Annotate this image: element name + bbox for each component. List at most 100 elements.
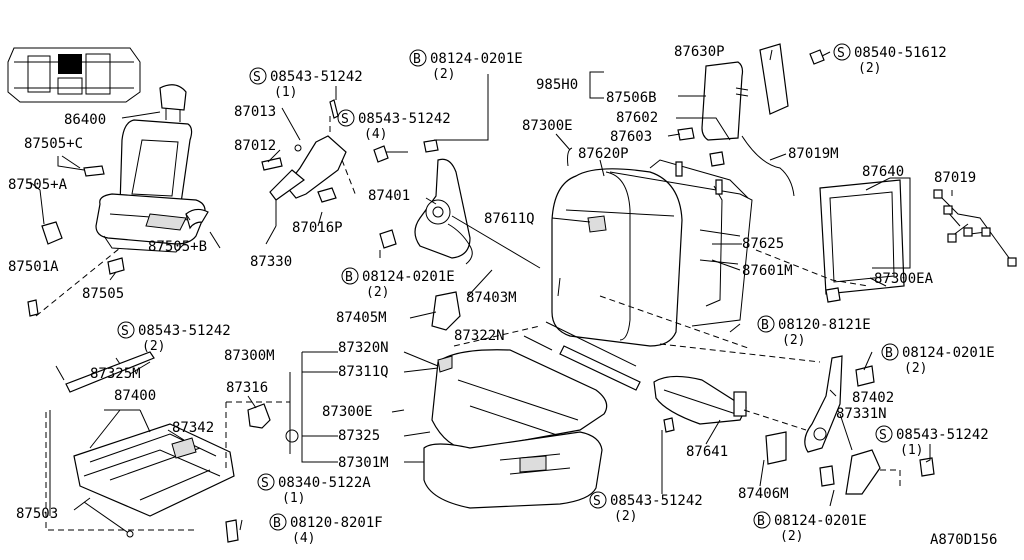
callout-s7-prefix: S: [593, 494, 601, 509]
callout-s6-prefix: S: [261, 476, 269, 491]
label-87603: 87603: [610, 129, 652, 145]
label-87300e-mid: 87300E: [322, 404, 373, 420]
label-87401: 87401: [368, 188, 410, 204]
label-87325: 87325: [338, 428, 380, 444]
callout-s2-prefix: S: [341, 112, 349, 127]
label-87611q: 87611Q: [484, 211, 535, 227]
label-87300e-top: 87300E: [522, 118, 573, 134]
label-87501a: 87501A: [8, 259, 59, 275]
clip-87316-icon: [247, 403, 271, 429]
callout-b6-code: 08124-0201E: [774, 513, 867, 529]
callout-b6-prefix: B: [757, 514, 765, 529]
seat-adjuster-illustration: [45, 351, 235, 538]
label-87602: 87602: [616, 110, 658, 126]
bolt-08120-icon: [225, 519, 239, 543]
label-87300m: 87300M: [224, 348, 275, 364]
callout-s3-prefix: S: [837, 46, 845, 61]
callout-b4-code: 08124-0201E: [902, 345, 995, 361]
label-87505: 87505: [82, 286, 124, 302]
callout-s1-qty: (1): [274, 85, 297, 100]
label-87331n: 87331N: [836, 406, 887, 422]
callout-b3-code: 08120-8121E: [778, 317, 871, 333]
callout-s4-code: 08543-51242: [138, 323, 231, 339]
complete-seat-illustration: [95, 84, 206, 253]
label-87620p: 87620P: [578, 146, 629, 162]
label-87316: 87316: [226, 380, 268, 396]
callout-s1-prefix: S: [253, 70, 261, 85]
label-87503: 87503: [16, 506, 58, 522]
label-87019m: 87019M: [788, 146, 839, 162]
callout-b2-code: 08124-0201E: [362, 269, 455, 285]
screw-08340-icon: [285, 429, 299, 443]
label-87325m: 87325M: [90, 366, 141, 382]
label-87641: 87641: [686, 444, 728, 460]
seatback-illustration: [551, 147, 753, 347]
label-87311q: 87311Q: [338, 364, 389, 380]
label-87506b: 87506B: [606, 90, 657, 106]
label-87322n: 87322N: [454, 328, 505, 344]
callout-s7-qty: (2): [614, 509, 637, 524]
callout-b1-code: 08124-0201E: [430, 51, 523, 67]
callout-b1-qty: (2): [432, 67, 455, 82]
label-87505a: 87505+A: [8, 177, 68, 193]
callout-b2-qty: (2): [366, 285, 389, 300]
cover-87505-icon: [107, 257, 125, 275]
label-87400: 87400: [114, 388, 156, 404]
callout-b5-prefix: B: [273, 516, 281, 531]
label-87342: 87342: [172, 420, 214, 436]
callout-s4-qty: (2): [142, 339, 165, 354]
label-87301m: 87301M: [338, 455, 389, 471]
callout-b3-qty: (2): [782, 333, 805, 348]
recliner-87401-illustration: [379, 139, 541, 331]
callout-s5-qty: (1): [900, 443, 923, 458]
label-87505b: 87505+B: [148, 239, 207, 255]
label-87019: 87019: [934, 170, 976, 186]
callout-s6-qty: (1): [282, 491, 305, 506]
screw-87641-lower-icon: [663, 417, 675, 433]
callout-b1-prefix: B: [413, 52, 421, 67]
label-87403m: 87403M: [466, 290, 517, 306]
callout-s5-code: 08543-51242: [896, 427, 989, 443]
label-87012: 87012: [234, 138, 276, 154]
back-panel-87640-illustration: [819, 179, 905, 303]
label-87630p: 87630P: [674, 44, 725, 60]
label-87625: 87625: [742, 236, 784, 252]
callout-b5-qty: (4): [292, 531, 315, 546]
label-87330: 87330: [250, 254, 292, 270]
callout-s5-prefix: S: [879, 428, 887, 443]
label-87640: 87640: [862, 164, 904, 180]
label-87601m: 87601M: [742, 263, 793, 279]
recliner-cover-group: [261, 99, 389, 203]
callout-b4-prefix: B: [885, 346, 893, 361]
label-86400: 86400: [64, 112, 106, 128]
label-985h0: 985H0: [536, 77, 578, 93]
vehicle-locator-icon: [7, 47, 141, 103]
label-87016p: 87016P: [292, 220, 343, 236]
callout-s2-qty: (4): [364, 127, 387, 142]
callout-s6-code: 08340-5122A: [278, 475, 371, 491]
handle-87641-illustration: [653, 375, 747, 425]
seat-cushion-illustration: [423, 321, 641, 509]
headrest-parts-group: [677, 43, 825, 197]
label-87300ea: 87300EA: [874, 271, 934, 287]
label-87505c: 87505+C: [24, 136, 83, 152]
wire-harness-87019-illustration: [933, 189, 1017, 267]
callout-b5-code: 08120-8201F: [290, 515, 383, 531]
label-87402: 87402: [852, 390, 894, 406]
callout-b2-prefix: B: [345, 270, 353, 285]
label-87320n: 87320N: [338, 340, 389, 356]
callout-s1-code: 08543-51242: [270, 69, 363, 85]
clip-87406m-icon: [765, 431, 787, 465]
callout-s2-code: 08543-51242: [358, 111, 451, 127]
knob-87505b-icon: [185, 208, 209, 230]
callout-b4-qty: (2): [904, 361, 927, 376]
diagram-id: A870D156: [930, 532, 997, 548]
screw-87501a-icon: [27, 299, 39, 317]
recliner-87402-illustration: [804, 355, 935, 495]
finisher-87505a-icon: [41, 221, 63, 245]
label-87405m: 87405M: [336, 310, 387, 326]
callout-s7-code: 08543-51242: [610, 493, 703, 509]
label-87406m: 87406M: [738, 486, 789, 502]
callout-s4-prefix: S: [121, 324, 129, 339]
